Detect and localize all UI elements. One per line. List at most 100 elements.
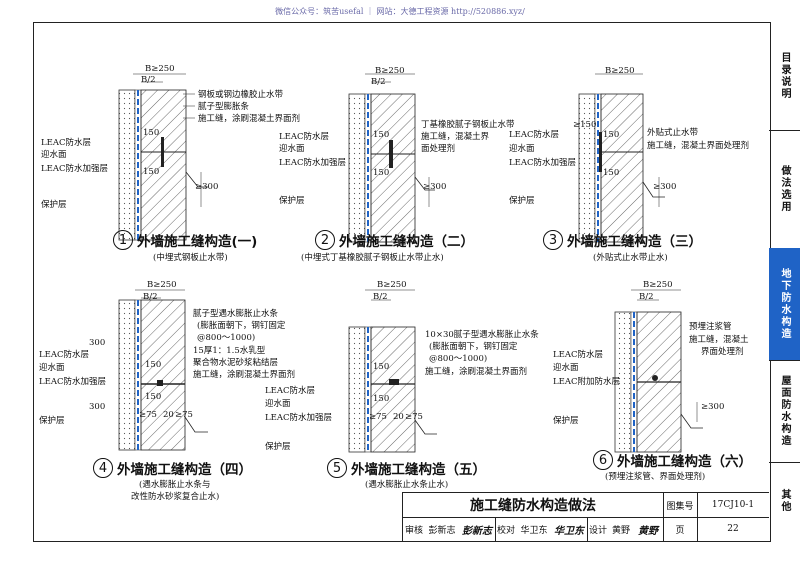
- d2-dim-b: B≥250: [375, 66, 405, 76]
- d4-dim-75b: ≥75: [175, 410, 193, 420]
- page-number: 22: [697, 517, 769, 542]
- d2-dim-150a: 150: [373, 130, 390, 140]
- d5-label-leac: LEAC防水层: [265, 386, 315, 396]
- d1-dim-b: B≥250: [145, 64, 175, 74]
- detail-5-title: 5 外墙施工缝构造（五）: [327, 458, 486, 478]
- d4-dim-300a: 300: [89, 338, 106, 348]
- detail-4-number: 4: [93, 458, 113, 478]
- detail-1-drawing: [118, 73, 208, 241]
- d6-label-pipe: 预埋注浆管: [689, 322, 732, 332]
- designer-name: 黄野: [609, 517, 633, 542]
- sidebar-item-selection[interactable]: 做法选用: [769, 130, 800, 249]
- d4-label-mortar: 15厚1：1.5水乳型: [193, 346, 266, 356]
- d3-label-leac-reinf: LEAC防水加强层: [509, 158, 576, 168]
- d1-label-face: 迎水面: [41, 150, 67, 160]
- d4-label-spacing: @800～1000): [197, 333, 256, 343]
- atlas-label: 图集号: [663, 493, 698, 518]
- detail-3-number: 3: [543, 230, 563, 250]
- d5-label-leac-reinf: LEAC防水加强层: [265, 413, 332, 423]
- d3-dim-300: ≥300: [653, 182, 677, 192]
- d5-dim-b: B≥250: [377, 280, 407, 290]
- d3-label-joint: 施工缝，混凝土界面处理剂: [647, 141, 750, 151]
- d6-dim-300: ≥300: [701, 402, 725, 412]
- d4-label-protect: 保护层: [39, 416, 65, 426]
- detail-2-title: 2 外墙施工缝构造（二）: [315, 230, 474, 250]
- d5-label-protect: 保护层: [265, 442, 291, 452]
- d4-dim-b2: B/2: [143, 292, 158, 302]
- detail-5-number: 5: [327, 458, 347, 478]
- d4-label-strip-note: (膨胀面朝下，钢钉固定: [197, 321, 286, 331]
- d1-label-leac: LEAC防水层: [41, 138, 91, 148]
- sidebar: 目录说明 做法选用 地下防水构造 屋面防水构造 其他: [769, 22, 800, 540]
- detail-1-number: 1: [113, 230, 133, 250]
- title-block: 施工缝防水构造做法 图集号 17CJ10-1 审核 彭新志 彭新志 校对 华卫东…: [402, 492, 769, 542]
- d2-label-waterstop: 丁基橡胶腻子钢板止水带: [421, 120, 515, 130]
- d4-label-face: 迎水面: [39, 363, 65, 373]
- d1-label-putty: 腻子型膨胀条: [198, 102, 250, 112]
- sidebar-item-contents[interactable]: 目录说明: [769, 22, 800, 131]
- detail-drawings: [118, 73, 703, 453]
- d1-dim-150a: 150: [143, 128, 160, 138]
- checker-name: 华卫东: [517, 517, 551, 542]
- drawing-area: B≥250 B/2 钢板或钢边橡胶止水带 腻子型膨胀条 施工缝，涂刷混凝土界面剂…: [33, 22, 769, 502]
- detail-2-number: 2: [315, 230, 335, 250]
- check-label: 校对: [495, 517, 517, 542]
- checker-signature: 华卫东: [551, 517, 588, 542]
- detail-4-drawing: [118, 289, 208, 451]
- d1-dim-b2: B/2: [141, 75, 156, 85]
- sidebar-item-other[interactable]: 其他: [779, 489, 790, 513]
- d5-label-spacing: @800～1000): [429, 354, 488, 364]
- d3-dim-150: ≥150: [573, 120, 597, 130]
- d3-label-leac: LEAC防水层: [509, 130, 559, 140]
- d4-label-joint: 施工缝，涂刷混凝土界面剂: [193, 370, 296, 380]
- detail-2-subtitle: (中埋式丁基橡胶腻子钢板止水带止水): [301, 253, 444, 263]
- detail-3-subtitle: (外贴式止水带止水): [593, 253, 668, 263]
- d4-dim-b: B≥250: [147, 280, 177, 290]
- d2-dim-150b: 150: [373, 168, 390, 178]
- d6-dim-b2: B/2: [639, 292, 654, 302]
- d6-label-leac-add: LEAC附加防水层: [553, 377, 620, 387]
- d4-label-mortar2: 聚合物水泥砂浆粘结层: [193, 358, 279, 368]
- d6-label-face: 迎水面: [553, 363, 579, 373]
- detail-5-drawing: [348, 289, 437, 453]
- d2-label-leac-reinf: LEAC防水加强层: [279, 158, 346, 168]
- d5-dim-75a: ≥75: [369, 412, 387, 422]
- sidebar-item-underground[interactable]: 地下防水构造: [769, 248, 800, 361]
- d3-dim-150a: 150: [603, 130, 620, 140]
- d6-label-joint: 施工缝，混凝土: [689, 335, 749, 345]
- detail-1-title: 1 外墙施工缝构造(一): [113, 230, 257, 250]
- detail-1-subtitle: (中埋式钢板止水带): [153, 253, 228, 263]
- d6-label-protect: 保护层: [553, 416, 579, 426]
- d2-dim-300: ≥300: [423, 182, 447, 192]
- detail-4-subtitle2: 改性防水砂浆复合止水): [131, 492, 220, 502]
- d4-dim-20: 20: [163, 410, 174, 420]
- design-label: 设计: [587, 517, 609, 542]
- d2-dim-b2: B/2: [371, 77, 386, 87]
- d5-dim-b2: B/2: [373, 292, 388, 302]
- d2-label-agent: 面处理剂: [421, 144, 456, 154]
- detail-4-subtitle: (遇水膨胀止水条与: [139, 480, 211, 490]
- d5-dim-20: 20: [393, 412, 404, 422]
- reviewer-name: 彭新志: [425, 517, 459, 542]
- d3-label-protect: 保护层: [509, 196, 535, 206]
- d4-dim-300b: 300: [89, 402, 106, 412]
- review-label: 审核: [403, 517, 425, 542]
- d5-label-joint: 施工缝，涂刷混凝土界面剂: [425, 367, 528, 377]
- d5-label-strip-note: (膨胀面朝下，钢钉固定: [429, 342, 518, 352]
- d5-dim-150b: 150: [373, 394, 390, 404]
- d5-dim-75b: ≥75: [405, 412, 423, 422]
- detail-6-subtitle: (预埋注浆管、界面处理剂): [605, 472, 706, 482]
- detail-4-title: 4 外墙施工缝构造（四）: [93, 458, 252, 478]
- sidebar-item-roof[interactable]: 屋面防水构造: [769, 360, 800, 463]
- d3-dim-150b: 150: [603, 168, 620, 178]
- d2-label-leac: LEAC防水层: [279, 132, 329, 142]
- page-label: 页: [663, 517, 698, 542]
- detail-3-drawing: [578, 73, 665, 243]
- d2-label-protect: 保护层: [279, 196, 305, 206]
- reviewer-signature: 彭新志: [459, 517, 496, 542]
- detail-2-drawing: [348, 73, 435, 243]
- d5-label-strip: 10×30腻子型遇水膨胀止水条: [425, 330, 539, 340]
- d1-label-protect: 保护层: [41, 200, 67, 210]
- d2-label-joint: 施工缝，混凝土界: [421, 132, 490, 142]
- d4-dim-150a: 150: [145, 360, 162, 370]
